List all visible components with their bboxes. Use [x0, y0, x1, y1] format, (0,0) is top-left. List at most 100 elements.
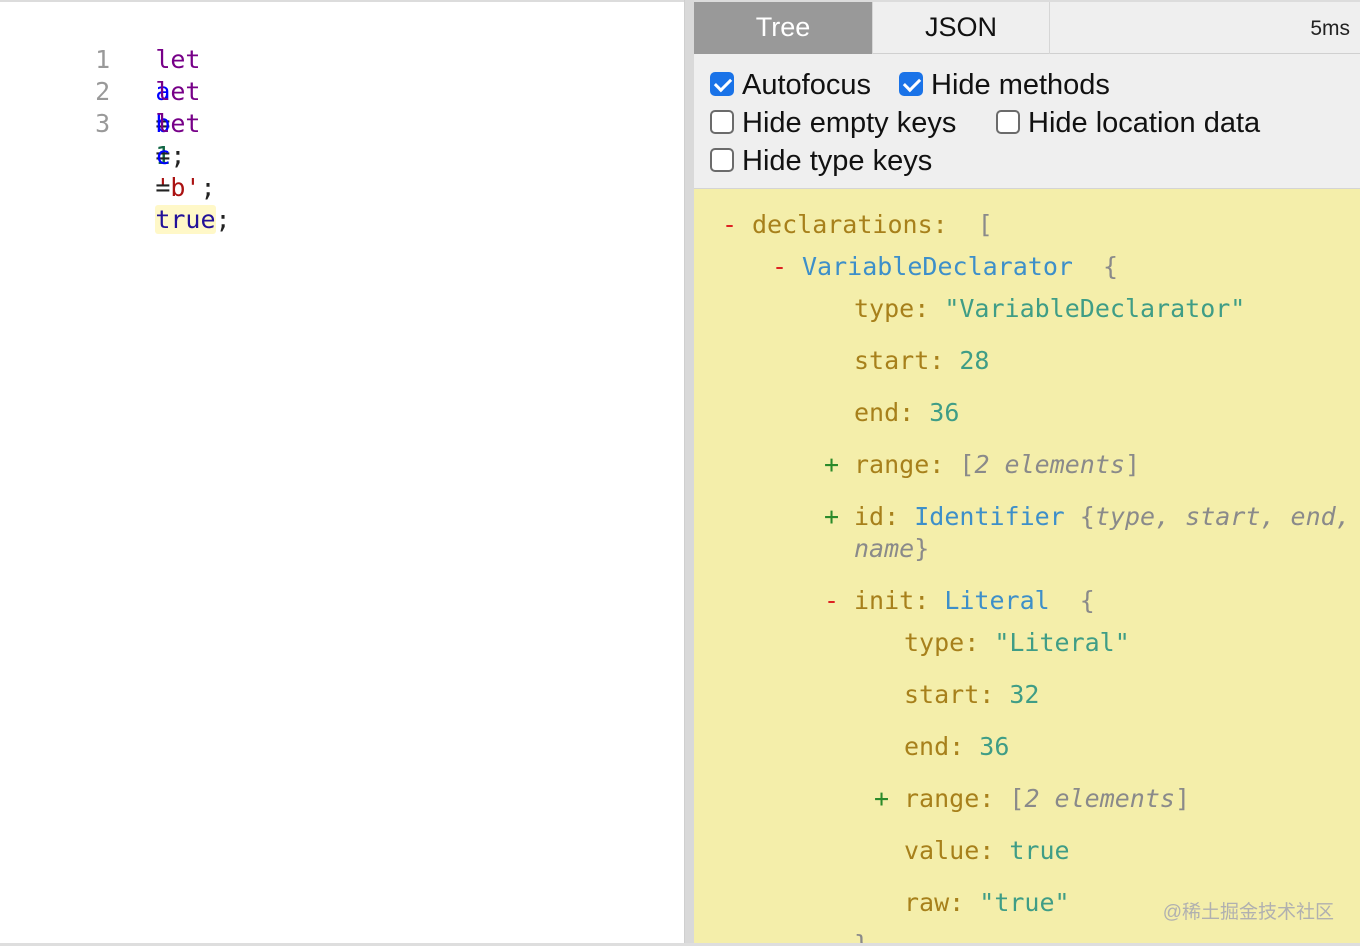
colon: :	[949, 732, 980, 761]
tree-prop-end: end: 36	[854, 393, 959, 433]
hide-methods-checkbox[interactable]	[899, 72, 923, 96]
colon: :	[884, 502, 915, 531]
operator: =	[155, 109, 171, 138]
colon: :	[914, 294, 945, 323]
colon: :	[979, 784, 1010, 813]
tree-node-id[interactable]: +id: Identifier {type, start, end,	[824, 497, 1351, 537]
option-label: Hide empty keys	[742, 107, 957, 139]
number-value: 28	[959, 346, 990, 375]
node-type: Identifier	[914, 502, 1065, 531]
tree-prop-init-end: end: 36	[904, 727, 1009, 767]
collapse-toggle[interactable]: -	[722, 210, 738, 239]
panel-splitter[interactable]	[684, 0, 694, 946]
expand-toggle[interactable]: +	[824, 450, 840, 479]
output-panel: Tree JSON 5ms Autofocus Hide methods Hid…	[694, 0, 1360, 946]
tree-prop-init-start: start: 32	[904, 675, 1039, 715]
tree-key: value	[904, 836, 980, 865]
tree-key: id	[854, 502, 885, 531]
tab-json[interactable]: JSON	[872, 2, 1050, 54]
tree-key: init	[854, 586, 915, 615]
open-bracket: [	[1009, 784, 1025, 813]
collapsed-summary: 2 elements	[1024, 784, 1175, 813]
colon: :	[979, 836, 1010, 865]
colon: :	[964, 628, 995, 657]
string-value: "VariableDeclarator"	[944, 294, 1246, 323]
bottom-border	[0, 943, 1360, 946]
tree-node-init-range[interactable]: +range: [2 elements]	[874, 779, 1190, 819]
collapse-toggle[interactable]: -	[772, 252, 788, 281]
variable-name: a	[155, 77, 171, 106]
hide-empty-keys-checkbox[interactable]	[710, 110, 734, 134]
colon: :	[979, 680, 1010, 709]
code-line-1[interactable]: 1 let a = 1;	[0, 12, 200, 170]
colon: :	[932, 210, 978, 239]
number-value: 36	[979, 732, 1010, 761]
tree-key: start	[854, 346, 930, 375]
ast-tree-view[interactable]: -declarations: [ -VariableDeclarator { t…	[694, 189, 1360, 946]
tab-tree[interactable]: Tree	[694, 2, 872, 54]
output-toolbar: Tree JSON 5ms	[694, 0, 1360, 54]
tree-prop-start: start: 28	[854, 341, 989, 381]
collapsed-summary: 2 elements	[974, 450, 1125, 479]
tree-node-range[interactable]: +range: [2 elements]	[824, 445, 1140, 485]
option-label: Autofocus	[742, 69, 871, 101]
close-bracket: ]	[1124, 450, 1141, 479]
variable-name: b	[155, 109, 171, 138]
keyword-let: let	[155, 77, 201, 106]
collapsed-summary: type, start, end,	[1094, 502, 1351, 531]
close-brace: }	[914, 534, 930, 563]
collapse-toggle[interactable]: -	[824, 586, 840, 615]
colon: :	[929, 346, 960, 375]
tree-node-declarations[interactable]: -declarations: [	[722, 205, 993, 245]
tree-key: start	[904, 680, 980, 709]
expand-toggle[interactable]: +	[824, 502, 840, 531]
line-number: 2	[95, 77, 111, 106]
line-number: 3	[95, 109, 111, 138]
literal-value: 'b'	[155, 173, 201, 202]
tree-node-variable-declarator[interactable]: -VariableDeclarator {	[772, 247, 1118, 287]
tree-key: raw	[904, 888, 950, 917]
tree-key: type	[904, 628, 965, 657]
open-brace: {	[1079, 586, 1095, 615]
open-brace: {	[1103, 252, 1119, 281]
watermark: @稀土掘金技术社区	[1162, 902, 1334, 923]
variable-name: c	[155, 141, 171, 170]
autofocus-checkbox[interactable]	[710, 72, 734, 96]
tree-prop-value: value: true	[904, 831, 1070, 871]
keyword-let: let	[155, 45, 201, 74]
operator: =	[155, 173, 171, 202]
option-label: Hide methods	[931, 69, 1110, 101]
tree-close-brace: }	[854, 925, 869, 946]
semicolon: ;	[215, 205, 231, 234]
line-number: 1	[95, 45, 111, 74]
tree-key: range	[854, 450, 930, 479]
colon: :	[929, 450, 960, 479]
close-brace: }	[854, 930, 870, 946]
hide-location-data-checkbox[interactable]	[996, 110, 1020, 134]
operator: =	[155, 141, 171, 170]
option-label: Hide location data	[1028, 107, 1261, 139]
keyword-let: let	[155, 109, 201, 138]
tree-prop-init-type: type: "Literal"	[904, 623, 1130, 663]
node-type: Literal	[944, 586, 1050, 615]
string-value: "Literal"	[994, 628, 1130, 657]
option-label: Hide type keys	[742, 145, 933, 177]
tree-node-init[interactable]: -init: Literal {	[824, 581, 1095, 621]
semicolon: ;	[170, 141, 186, 170]
hide-type-keys-checkbox[interactable]	[710, 148, 734, 172]
colon: :	[899, 398, 930, 427]
tree-key: end	[904, 732, 950, 761]
code-editor[interactable]: 1 let a = 1; 2 let b = 'b'; 3 let c = tr…	[0, 0, 684, 946]
number-value: 36	[929, 398, 960, 427]
literal-value-highlighted: true	[155, 205, 216, 234]
colon: :	[914, 586, 945, 615]
code-line-3[interactable]: 3 let c = true;	[0, 76, 231, 234]
tree-key: range	[904, 784, 980, 813]
tree-prop-raw: raw: "true"	[904, 883, 1070, 923]
boolean-value: true	[1009, 836, 1070, 865]
code-line-2[interactable]: 2 let b = 'b';	[0, 44, 215, 202]
colon: :	[949, 888, 980, 917]
expand-toggle[interactable]: +	[874, 784, 890, 813]
tree-key: end	[854, 398, 900, 427]
string-value: "true"	[979, 888, 1070, 917]
